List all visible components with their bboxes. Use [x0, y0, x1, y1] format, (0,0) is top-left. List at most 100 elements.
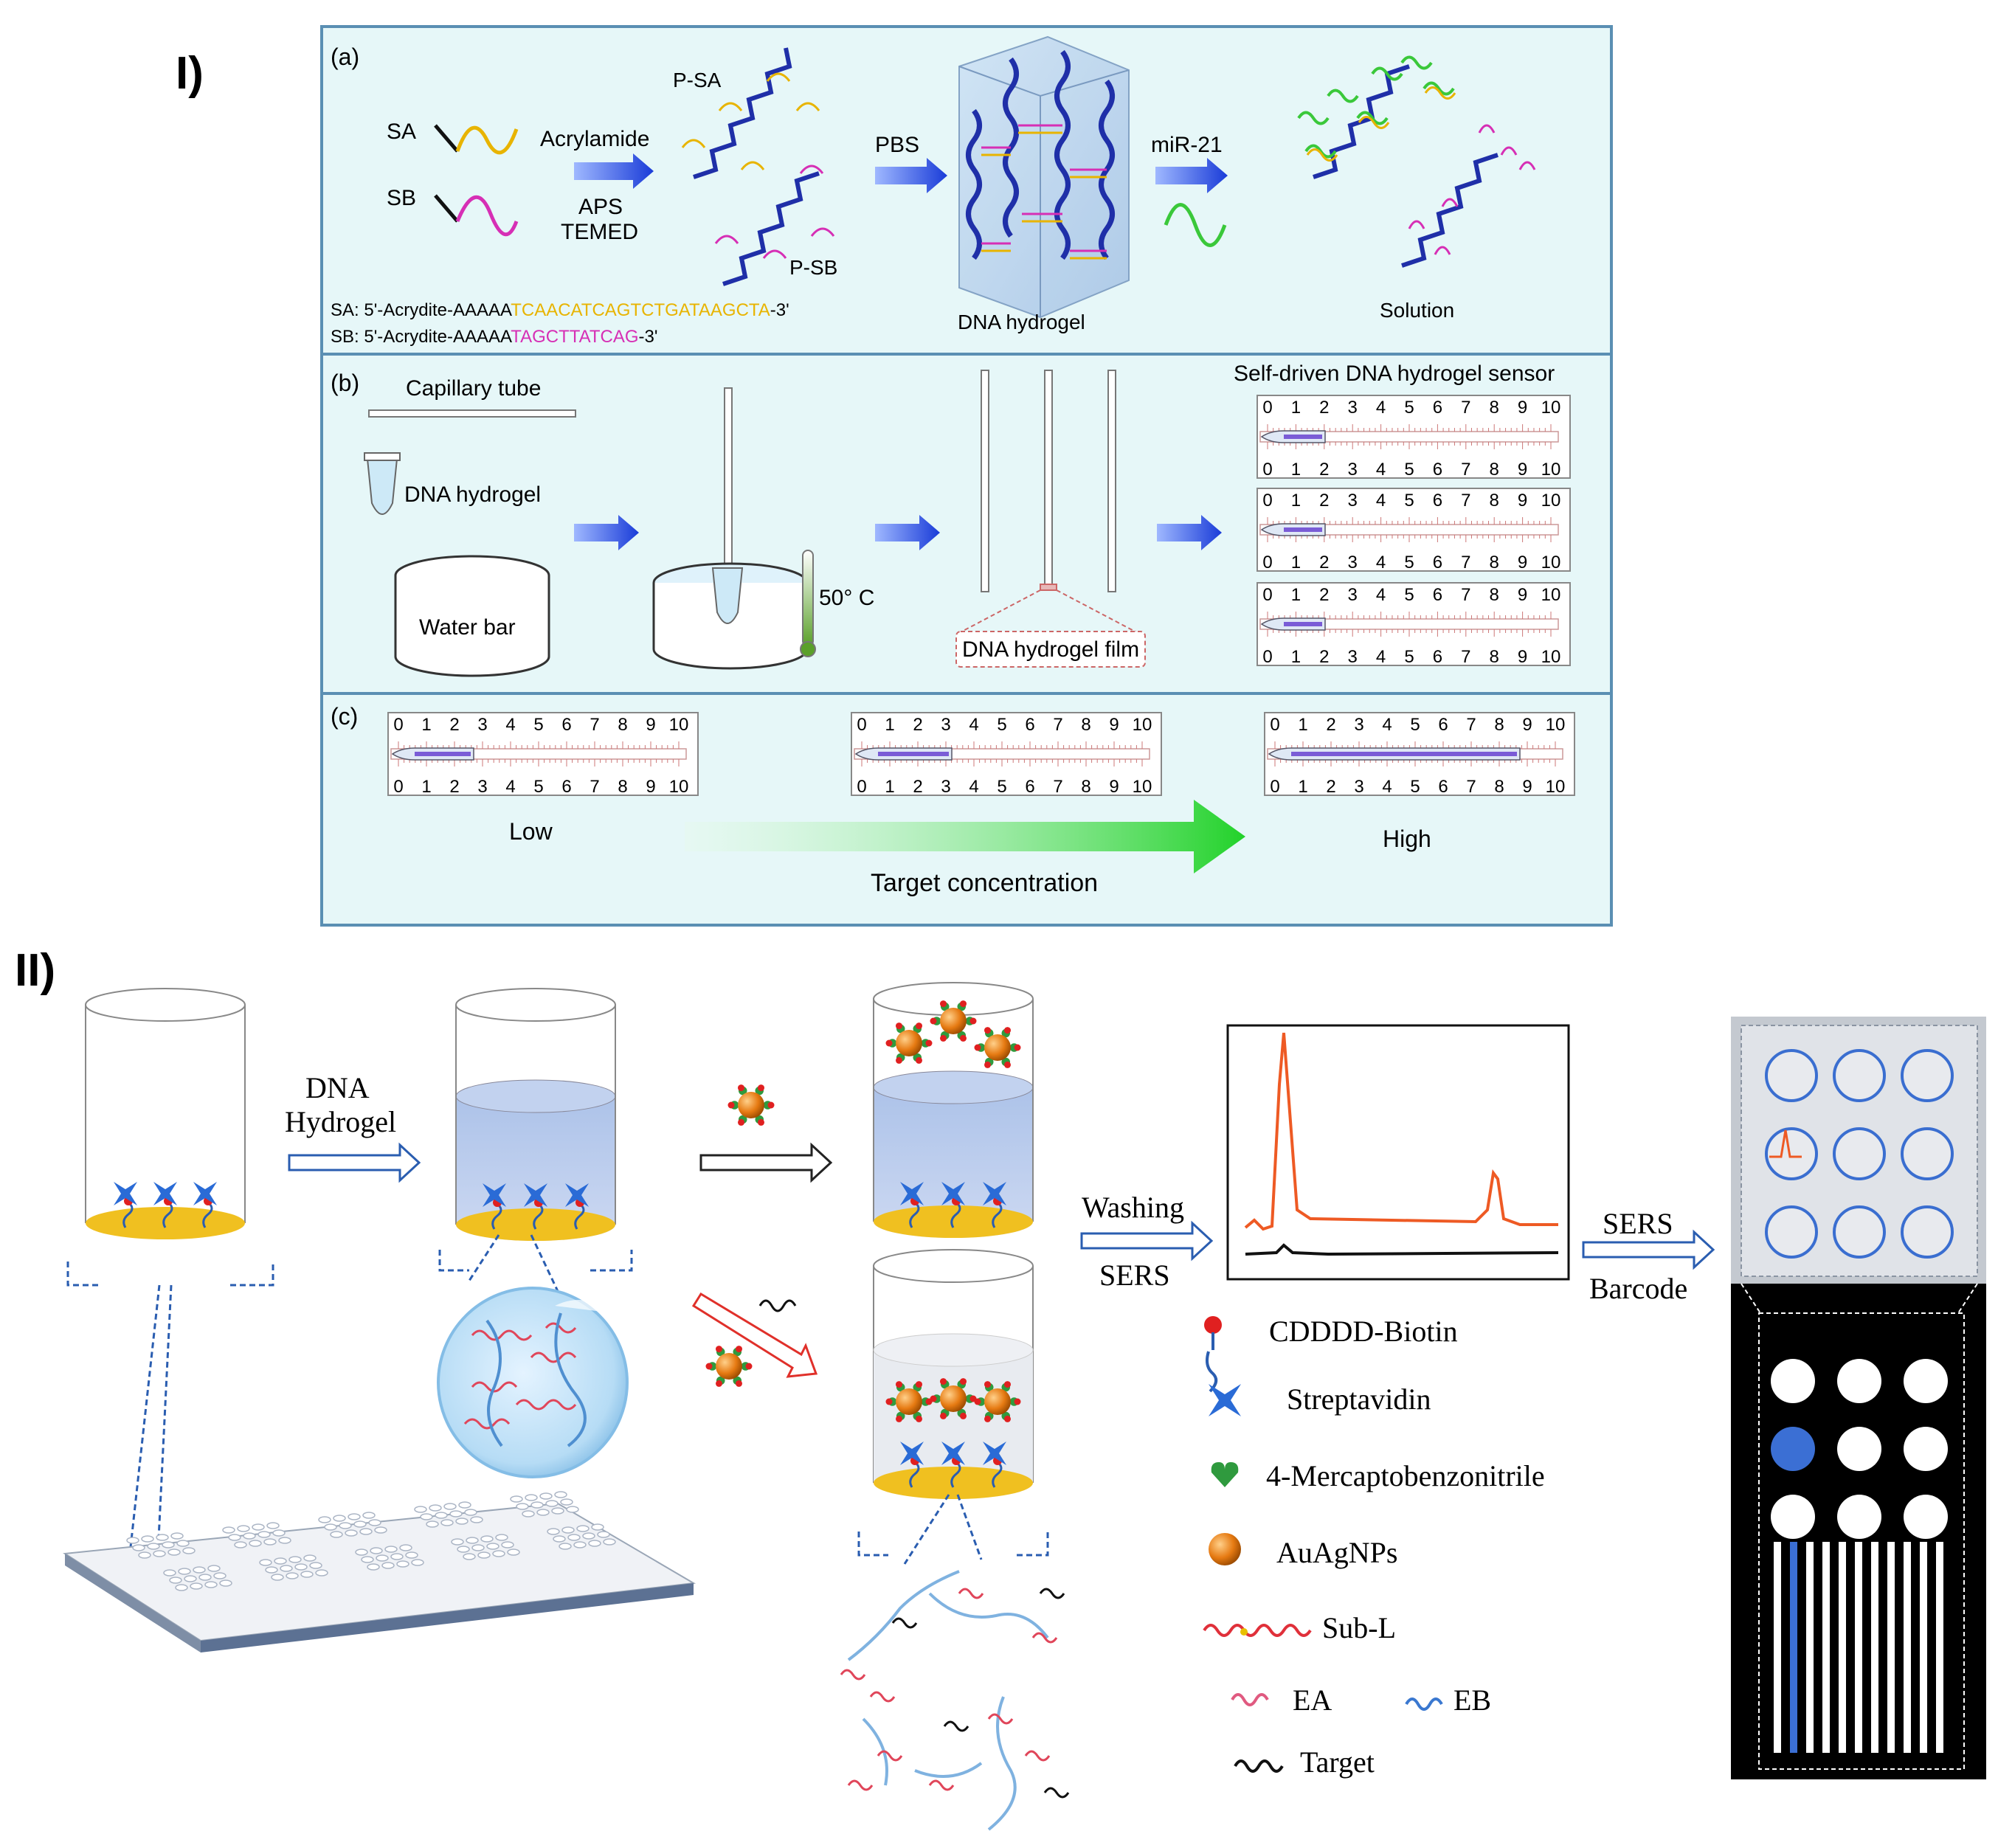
heated-bath-icon	[652, 387, 809, 670]
auagnp-probe-icon	[930, 1000, 977, 1042]
capillary-tube-icon	[368, 409, 576, 418]
legend-label-4: Sub-L	[1322, 1611, 1396, 1644]
ruler-tick-label: 3	[1348, 585, 1358, 605]
ruler-tick-label: 2	[1319, 553, 1329, 572]
ruler-tick-label: 4	[969, 715, 978, 735]
legend-label-5: EA	[1293, 1683, 1332, 1717]
ruler-tick-label: 7	[1053, 777, 1062, 797]
panel-a-tag: (a)	[331, 44, 359, 70]
well-1	[66, 988, 274, 1554]
ruler-tick-label: 1	[1291, 553, 1301, 572]
barcode-dot-icon	[1771, 1427, 1815, 1471]
water-bath-icon	[394, 555, 550, 677]
ruler-tick-label: 9	[1109, 777, 1119, 797]
ruler-tick-label: 2	[1319, 585, 1329, 605]
streptavidin-biotin-probe-icon	[941, 1442, 965, 1488]
barcode-bar	[1822, 1542, 1830, 1753]
ruler-tick-label: 5	[533, 777, 543, 797]
arrow-a3-icon	[1155, 158, 1228, 193]
ruler-tick-label: 2	[1326, 777, 1335, 797]
arrow-ii3-icon	[691, 1292, 818, 1378]
sb-label: SB	[387, 186, 416, 210]
step2-line2: SERS	[1099, 1259, 1170, 1292]
ruler-tick-label: 7	[1466, 777, 1476, 797]
ruler-tick-label: 9	[1518, 585, 1527, 605]
probe-nanoparticle-icon	[727, 1084, 775, 1126]
ruler-tick-label: 2	[1319, 647, 1329, 667]
hydrogel-network-bubble-icon	[437, 1287, 629, 1478]
legend-label-6: EB	[1453, 1683, 1491, 1717]
barcode-well-icon	[1765, 1049, 1818, 1102]
arrow-ii1-icon	[288, 1142, 421, 1183]
legend-label-1: Streptavidin	[1287, 1382, 1431, 1416]
solution-products-icon	[1297, 55, 1536, 268]
barcode-dot-icon	[1904, 1427, 1948, 1471]
ruler-tick-label: 6	[561, 715, 571, 735]
ruler-tick-label: 1	[1298, 777, 1307, 797]
ruler-tick-label: 0	[393, 715, 403, 735]
streptavidin-biotin-probe-icon	[900, 1182, 924, 1228]
ruler-tick-label: 8	[618, 715, 627, 735]
sa-sequence-colored: TCAACATCAGTCTGATAAGCTA	[511, 300, 770, 320]
ruler-tick-label: 8	[1081, 777, 1090, 797]
ruler-tick-label: 3	[1348, 491, 1358, 511]
ruler-tick-label: 0	[1262, 553, 1272, 572]
ruler-tick-label: 4	[505, 777, 515, 797]
thermometer-icon	[800, 550, 816, 657]
legend-label-0: CDDDD-Biotin	[1269, 1315, 1458, 1348]
sb-sequence-suffix: -3'	[639, 327, 658, 347]
ruler-tick-label: 4	[1382, 777, 1392, 797]
capture-probes	[483, 1183, 589, 1230]
dna-hydrogel-cube-icon	[958, 35, 1130, 319]
ruler-tick-label: 8	[1490, 647, 1499, 667]
spectrum-orange-line	[1244, 1032, 1558, 1231]
ruler-tick-label: 0	[393, 777, 403, 797]
auagnp-probe-icon	[974, 1381, 1021, 1422]
arrow-ii5-icon	[1582, 1229, 1715, 1270]
legend-label-3: AuAgNPs	[1276, 1536, 1397, 1569]
ruler-tick-label: 9	[1518, 491, 1527, 511]
arrow-a2-icon	[875, 158, 947, 193]
acrylamide-label: Acrylamide	[540, 127, 649, 151]
ruler-tick-label: 3	[1348, 398, 1358, 418]
ruler-tick-label: 7	[1053, 715, 1062, 735]
ruler-tick-label: 3	[477, 777, 487, 797]
arrow-b1-icon	[574, 515, 639, 550]
streptavidin-biotin-probe-icon	[900, 1442, 924, 1488]
ruler-tick-label: 10	[1541, 585, 1561, 605]
ruler-tick-label: 4	[969, 777, 978, 797]
ruler-tick-label: 10	[669, 777, 689, 797]
mercaptobenzonitrile-icon	[1211, 1462, 1239, 1487]
ruler-tick-label: 5	[1404, 491, 1414, 511]
barcode-bar	[1839, 1542, 1846, 1753]
barcode-well-icon	[1765, 1127, 1818, 1180]
concentration-rulers: 0011223344556677889910100011223344556677…	[387, 712, 1575, 797]
well-2-hydrogel	[437, 988, 633, 1478]
target-strand-free-icon	[758, 1299, 797, 1312]
ruler-tick-label: 7	[590, 715, 599, 735]
streptavidin-biotin-probe-icon	[153, 1182, 177, 1228]
ruler-tick-label: 9	[1518, 647, 1527, 667]
low-label: Low	[509, 818, 553, 845]
ruler-tick-label: 2	[1319, 491, 1329, 511]
ruler-tick-label: 10	[1541, 491, 1561, 511]
step1-line2: Hydrogel	[285, 1105, 396, 1138]
barcode-bar	[1806, 1542, 1814, 1753]
sers-spectrum-plot	[1226, 1024, 1570, 1281]
ruler-tick-label: 5	[1404, 553, 1414, 572]
streptavidin-icon	[1209, 1384, 1241, 1416]
ruler-tick-label: 10	[1546, 777, 1566, 797]
aps-label: APS	[578, 195, 623, 219]
ruler-tick-label: 3	[477, 715, 487, 735]
ruler-tick-label: 0	[1262, 647, 1272, 667]
streptavidin-biotin-probe-icon	[983, 1442, 1006, 1488]
ruler-tick-label: 9	[1109, 715, 1119, 735]
psb-label: P-SB	[789, 256, 837, 279]
barcode-well-icon	[1901, 1205, 1954, 1259]
ruler-tick-label: 10	[1133, 777, 1152, 797]
ruler-tick-label: 5	[1404, 460, 1414, 480]
streptavidin-biotin-probe-icon	[983, 1182, 1006, 1228]
